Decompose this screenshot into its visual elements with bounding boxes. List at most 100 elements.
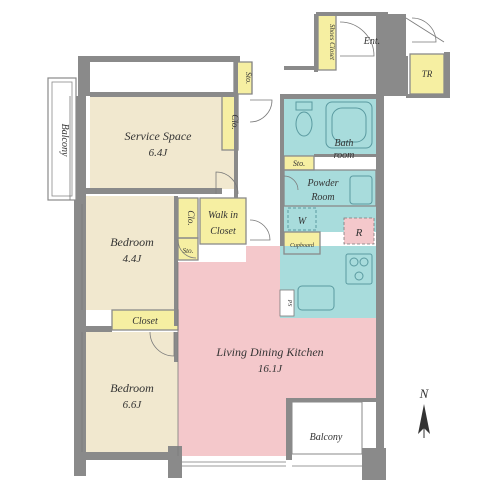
clo-service-outline [221, 93, 239, 151]
door-entry-jamb [405, 17, 445, 43]
wall-bed2-right [174, 332, 178, 362]
wall-tr-right [444, 52, 450, 98]
walk-in-outline [199, 197, 247, 245]
ldk-fill [178, 246, 376, 456]
wall-balcony-left [286, 400, 292, 460]
door-entry [339, 21, 375, 57]
tr-label: TR [422, 69, 433, 79]
ps-box [279, 289, 295, 317]
door-entry-small [411, 17, 437, 43]
door-bath [283, 175, 299, 191]
sto-top-label: Sto. [244, 72, 253, 84]
wall-top-left [78, 56, 240, 62]
shoes-closet-fill [318, 14, 336, 70]
wall-left-top [78, 56, 90, 96]
wall-hall-left [234, 62, 238, 198]
compass-arrow-icon [418, 404, 430, 434]
sto-bedroom-outline [177, 237, 199, 261]
door-walkin [249, 219, 271, 241]
burner-1 [349, 257, 359, 267]
sto-top-fill [234, 62, 252, 94]
wall-bed-divider [174, 196, 178, 326]
door-service [215, 171, 239, 195]
wall-bath-top [280, 94, 378, 99]
wall-right-notch [376, 56, 408, 96]
clo-service-label: Clo. [230, 114, 240, 129]
balcony-top-label: Balcony [59, 124, 70, 157]
shoes-closet-label: Shoes Closet [328, 24, 336, 61]
clo-bedroom-label: Clo. [186, 210, 196, 225]
tr-outline [409, 53, 445, 95]
balcony-top-rail [51, 81, 73, 197]
service-space-fill [90, 96, 238, 189]
bathtub-inner [331, 107, 367, 143]
balcony-top-area [47, 77, 77, 201]
sto-powder-label: Sto. [293, 159, 305, 168]
wall-tr-bottom [406, 94, 450, 98]
wall-top-service [90, 92, 234, 97]
wall-hall-right [280, 94, 284, 246]
wall-bottom-pillar [168, 446, 182, 478]
north-compass: N [418, 386, 430, 438]
wall-service-bottom [86, 188, 222, 194]
bedroom-1-name: Bedroom [110, 235, 154, 249]
wall-bath-bottom [314, 154, 378, 157]
clo-bedroom-fill [178, 198, 198, 238]
service-space-name: Service Space [125, 129, 193, 143]
bath-label-2: room [334, 150, 355, 161]
toilet-tank [295, 101, 313, 111]
wall-right [376, 94, 384, 448]
balcony-bottom-area [291, 401, 363, 455]
refrigerator-label: R [355, 227, 363, 239]
cupboard-label: Cupboard [290, 243, 315, 249]
entrance-label: Ent. [363, 36, 380, 47]
walk-in-label-2: Closet [210, 226, 236, 237]
door-bedroom1 [177, 239, 197, 259]
walk-in-label-1: Walk in [208, 210, 238, 221]
refrigerator [343, 217, 375, 245]
bath-label-1: Bath [335, 138, 354, 149]
powder-outline [283, 169, 377, 207]
entrance-fill [336, 28, 380, 66]
sto-bedroom-label: Sto. [183, 247, 194, 255]
refrigerator-fill [344, 218, 374, 244]
shoes-closet-outline [317, 13, 337, 71]
wall-left [74, 96, 86, 476]
door-hall [249, 99, 273, 123]
walk-in-closet-fill [200, 198, 246, 244]
bedroom-2-name: Bedroom [110, 381, 154, 395]
stove [345, 253, 373, 285]
powder-label-1: Powder [306, 178, 338, 189]
wall-shoes-left [314, 14, 318, 72]
kitchen-fill [280, 246, 376, 318]
wall-right-pillar-bottom [362, 448, 386, 480]
closet-fill [112, 310, 178, 330]
wall-top-entry [316, 12, 388, 16]
ldk-name: Living Dining Kitchen [215, 345, 323, 359]
toilet-bowl [295, 111, 313, 137]
sto-powder-fill [284, 156, 314, 170]
kitchen-sink [297, 285, 335, 311]
door-bedroom2 [149, 331, 175, 357]
bedroom-1-size: 4.4J [123, 253, 143, 265]
closet-label: Closet [132, 316, 158, 327]
laundry-fill [284, 206, 320, 232]
bathroom-fill [284, 98, 376, 156]
wall-bottom [74, 452, 178, 460]
compass-letter: N [419, 386, 430, 401]
burner-2 [359, 257, 369, 267]
cupboard-outline [283, 231, 321, 255]
powder-label-2: Room [310, 192, 334, 203]
bedroom-1-fill [86, 196, 178, 310]
tr-fill [410, 54, 444, 94]
washer-label: W [298, 216, 308, 227]
bedroom-2-size: 6.6J [123, 399, 143, 411]
bathtub [325, 101, 373, 149]
wall-entry-step [284, 66, 316, 70]
balcony-bottom-label: Balcony [310, 432, 343, 443]
sto-bedroom-fill [178, 238, 198, 260]
wall-balcony-top [286, 398, 378, 402]
ldk-size: 16.1J [258, 363, 283, 375]
bedroom-2-fill [86, 332, 178, 452]
